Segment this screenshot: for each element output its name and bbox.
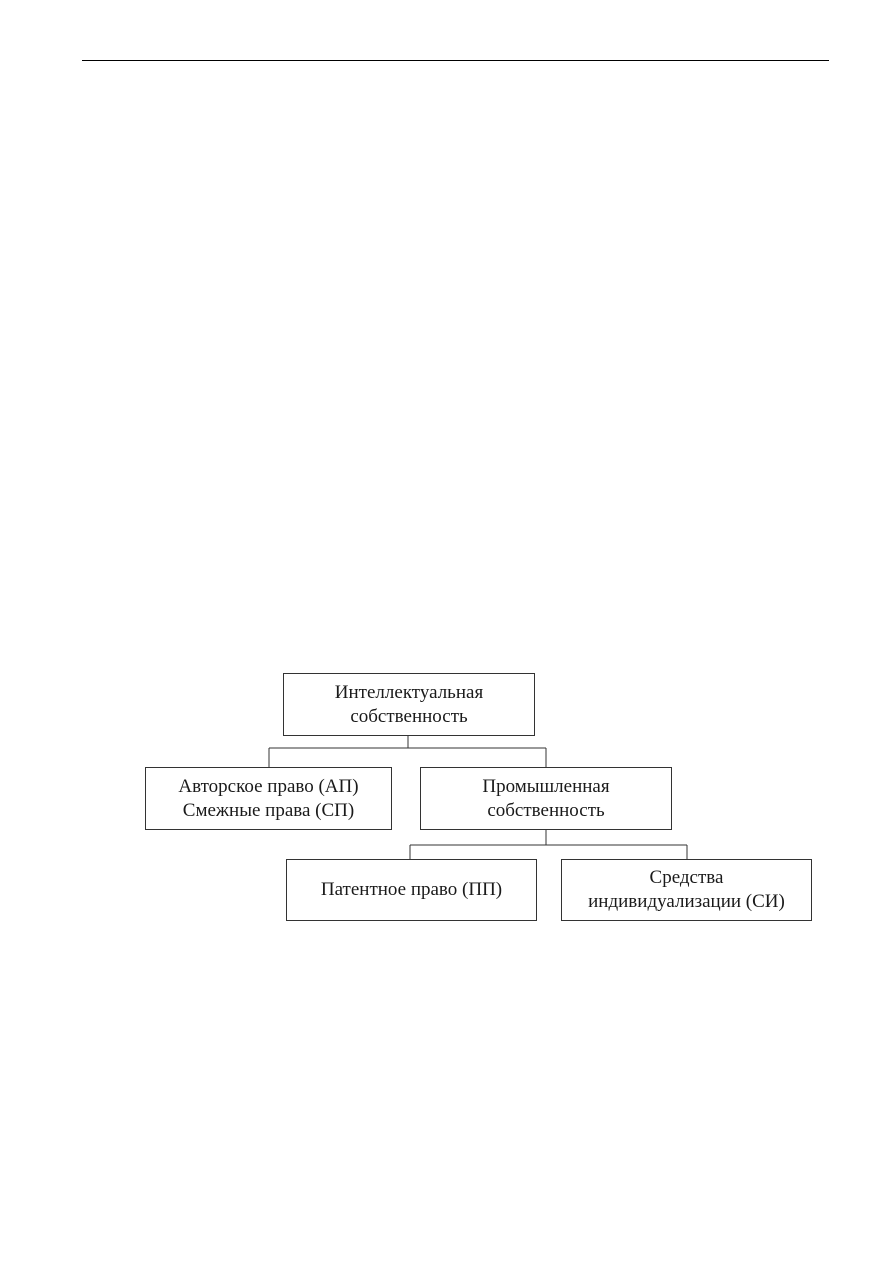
node-means-of-individualization: Средства индивидуализации (СИ) (561, 859, 812, 921)
node-label-line: Промышленная (482, 775, 610, 797)
node-label-line: собственность (350, 705, 468, 727)
node-label-line: Средства (649, 867, 724, 888)
node-label-line: Патентное право (ПП) (320, 879, 503, 900)
header-rule (82, 60, 829, 61)
node-label-line: собственность (487, 799, 605, 821)
node-patent-law: Патентное право (ПП) (286, 859, 537, 921)
node-label-line: Смежные права (СП) (182, 799, 355, 821)
node-label-line: индивидуализации (СИ) (588, 891, 785, 912)
node-copyright: Авторское право (АП) Смежные права (СП) (145, 767, 392, 830)
node-industrial-property: Промышленная собственность (420, 767, 672, 830)
node-intellectual-property: Интеллектуальная собственность (283, 673, 535, 736)
node-label-line: Интеллектуальная (334, 681, 484, 703)
node-label-line: Авторское право (АП) (178, 775, 359, 797)
